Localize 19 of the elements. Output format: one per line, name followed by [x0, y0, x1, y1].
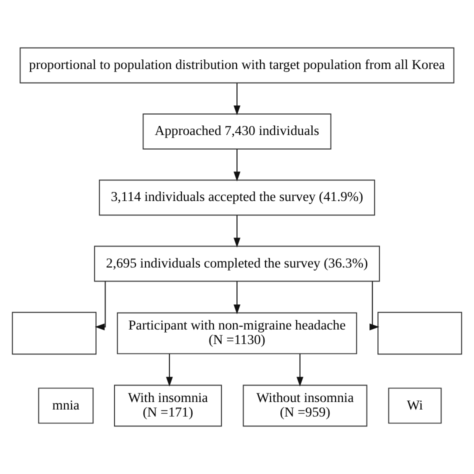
arrow [94, 280, 106, 330]
node-box: Participant with non-migraine headache (N =1130) [116, 312, 358, 354]
arrow [370, 280, 380, 330]
arrow [234, 214, 240, 248]
node-box [378, 312, 462, 355]
node-box [12, 312, 96, 355]
node-box: 2,695 individuals completed the survey (36.3%) [94, 246, 380, 282]
arrow [234, 82, 240, 116]
arrow [166, 353, 173, 387]
node-box: With insomnia (N =171) [114, 384, 222, 427]
arrow [296, 353, 304, 387]
node-box: Wi [388, 388, 442, 424]
node-box: Without insomnia (N =959) [242, 384, 368, 427]
node-box: proportional to population distribution with target population from all Korea [20, 47, 454, 84]
node-box: Approached 7,430 individuals [142, 114, 332, 150]
node-box: mnia [38, 388, 94, 424]
arrow [234, 280, 240, 314]
node-box: 3,114 individuals accepted the survey (41.9%) [98, 180, 376, 216]
arrow [234, 148, 240, 182]
